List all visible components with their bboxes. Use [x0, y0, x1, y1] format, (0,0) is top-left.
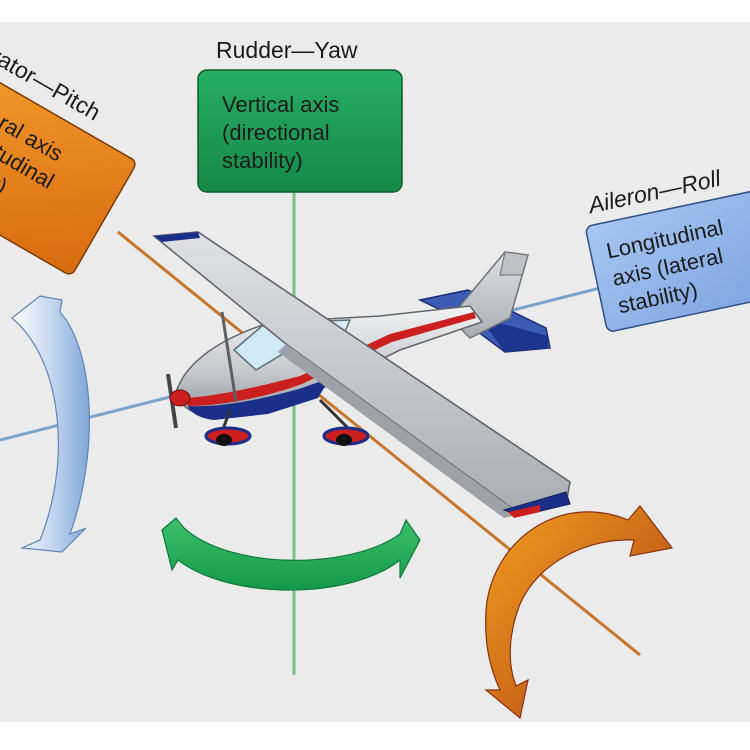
vertical-axis-line-2: (directional	[222, 120, 330, 145]
aircraft-illustration	[151, 231, 571, 518]
vertical-axis-line-3: stability)	[222, 148, 303, 173]
yaw-rotation-arrow	[161, 517, 421, 591]
lateral-axis-box	[0, 65, 136, 275]
vertical-axis-line-1: Vertical axis	[222, 92, 339, 117]
lateral-axis-group: Lateral axis (longitudinal stability) El…	[0, 24, 136, 275]
rudder-yaw-label: Rudder—Yaw	[216, 37, 358, 63]
pitch-rotation-arrow	[11, 295, 90, 553]
lateral-axis-line	[117, 230, 641, 657]
longitudinal-axis-box	[585, 185, 750, 332]
longitudinal-axis-group: Longitudinal axis (lateral stability) Ai…	[584, 165, 750, 332]
roll-rotation-arrow	[484, 505, 674, 720]
vertical-axis-box	[197, 69, 403, 193]
